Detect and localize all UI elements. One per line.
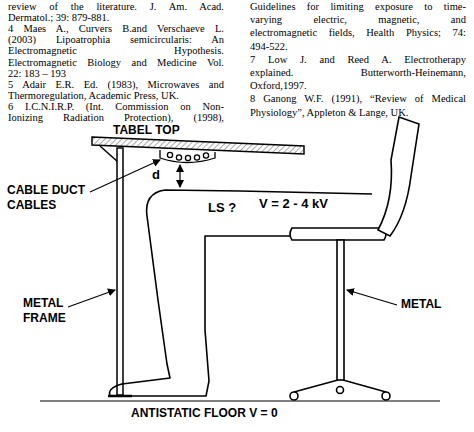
reference-line: 494-522. [250, 41, 288, 53]
chair [290, 117, 419, 400]
part-label: METAL [22, 296, 64, 310]
table [92, 137, 304, 396]
reference-line: (2003) Lipoatrophia semicircularis: An [8, 34, 224, 46]
cable-duct [160, 150, 215, 163]
floor-line [40, 400, 440, 401]
reference-line: Dermatol.; 39: 879-881. [8, 12, 109, 24]
voltage-label: V = 2 - 4 kV [258, 197, 329, 211]
reference-line: electromagnetic fields, Health Physics; … [250, 27, 466, 39]
reference-line: 8 Ganong W.F. (1991), “Review of Medical [250, 93, 466, 105]
reference-line: Thermoregulation, Academic Press, UK. [8, 90, 179, 102]
reference-line: 4 Maes A., Curvers B.and Verschaeve L. [8, 23, 224, 35]
reference-line: Guidelines for limiting exposure to time… [250, 1, 466, 13]
reference-line: explained. Butterworth-Heinemann, [250, 67, 466, 79]
leader-lines [68, 160, 397, 307]
reference-line: 22: 183 – 193 [8, 68, 66, 80]
question-label: LS ? [207, 201, 237, 215]
reference-line: 7 Low J. and Reed A. Electrotherapy [250, 54, 466, 66]
reference-line: 5 Adair E.R. Ed. (1983), Microwaves and [8, 79, 224, 91]
distance-arrow [179, 165, 180, 187]
part-label: CABLE DUCT [6, 183, 86, 197]
floor-label: ANTISTATIC FLOOR V = 0 [130, 406, 279, 420]
reference-line: Electromagnetic Biology and Medicine Vol… [8, 57, 224, 69]
reference-line: Physiology”, Appleton & Lange, UK. [250, 107, 408, 119]
seated-leg [110, 190, 373, 396]
part-label: TABEL TOP [112, 123, 181, 137]
reference-line: 6 I.C.N.I.R.P. (Int. Commission on Non- [8, 101, 224, 113]
part-label: FRAME [22, 311, 67, 325]
part-label: CABLES [6, 198, 57, 212]
reference-line: review of the literature. J. Am. Acad. [8, 1, 224, 13]
reference-line: Electromagnetic Hypothesis. [8, 45, 224, 57]
reference-line: varying electric, magnetic, and [250, 14, 466, 26]
reference-line: Oxford,1997. [250, 80, 307, 92]
part-label: METAL [400, 297, 442, 311]
dimension-label: d [151, 168, 161, 182]
